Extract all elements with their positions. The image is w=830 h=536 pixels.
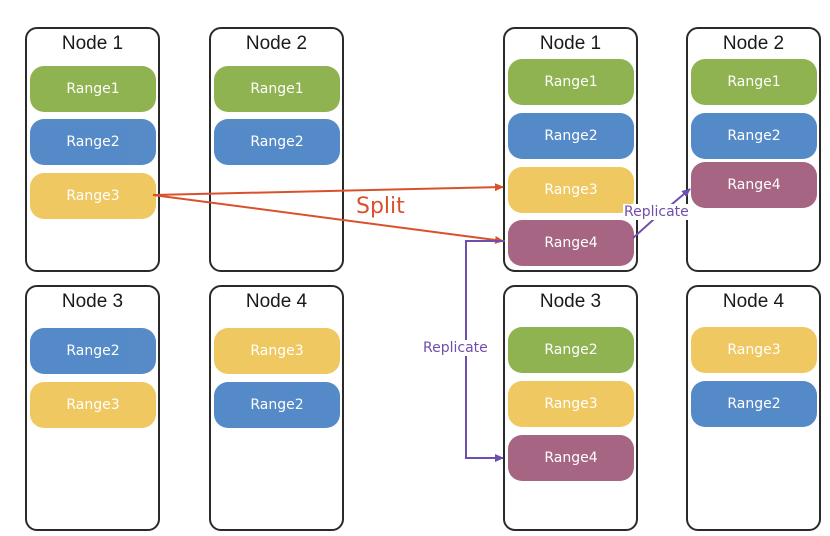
- range-2: Range2: [508, 113, 634, 159]
- range-1: Range1: [691, 59, 817, 105]
- node-title: Node 3: [61, 291, 124, 312]
- node-2-after: Node 2 Range1 Range2 Range4: [686, 27, 821, 272]
- range-3: Range3: [508, 381, 634, 427]
- node-title: Node 4: [245, 291, 308, 312]
- range-1: Range1: [508, 59, 634, 105]
- node-1-after: Node 1 Range1 Range2 Range3 Range4: [503, 27, 638, 272]
- range-1: Range1: [30, 66, 156, 112]
- replicate-label-right: Replicate: [623, 204, 690, 220]
- range-4: Range4: [691, 162, 817, 208]
- node-title: Node 3: [539, 291, 602, 312]
- node-title: Node 1: [61, 33, 124, 54]
- range-3: Range3: [214, 328, 340, 374]
- range-4: Range4: [508, 220, 634, 266]
- split-arrow-to-range3: [152, 183, 504, 196]
- node-title: Node 1: [539, 33, 602, 54]
- node-4-after: Node 4 Range3 Range2: [686, 285, 821, 531]
- split-arrow-to-range4: [152, 194, 504, 244]
- range-2: Range2: [30, 119, 156, 165]
- range-3: Range3: [30, 173, 156, 219]
- range-2: Range2: [691, 113, 817, 159]
- node-3-before: Node 3 Range2 Range3: [25, 285, 160, 531]
- range-2: Range2: [508, 327, 634, 373]
- range-2: Range2: [214, 119, 340, 165]
- range-2: Range2: [691, 381, 817, 427]
- replicate-arrow-to-node2: [632, 188, 691, 239]
- split-label: Split: [356, 194, 405, 219]
- range-2: Range2: [214, 382, 340, 428]
- replicate-label-left: Replicate: [422, 340, 489, 356]
- range-1: Range1: [214, 66, 340, 112]
- range-3: Range3: [691, 327, 817, 373]
- range-3: Range3: [508, 167, 634, 213]
- node-1-before: Node 1 Range1 Range2 Range3: [25, 27, 160, 272]
- node-2-before: Node 2 Range1 Range2: [209, 27, 344, 272]
- node-3-after: Node 3 Range2 Range3 Range4: [503, 285, 638, 531]
- node-title: Node 2: [722, 33, 785, 54]
- range-3: Range3: [30, 382, 156, 428]
- range-2: Range2: [30, 328, 156, 374]
- node-title: Node 2: [245, 33, 308, 54]
- node-title: Node 4: [722, 291, 785, 312]
- node-4-before: Node 4 Range3 Range2: [209, 285, 344, 531]
- range-4: Range4: [508, 435, 634, 481]
